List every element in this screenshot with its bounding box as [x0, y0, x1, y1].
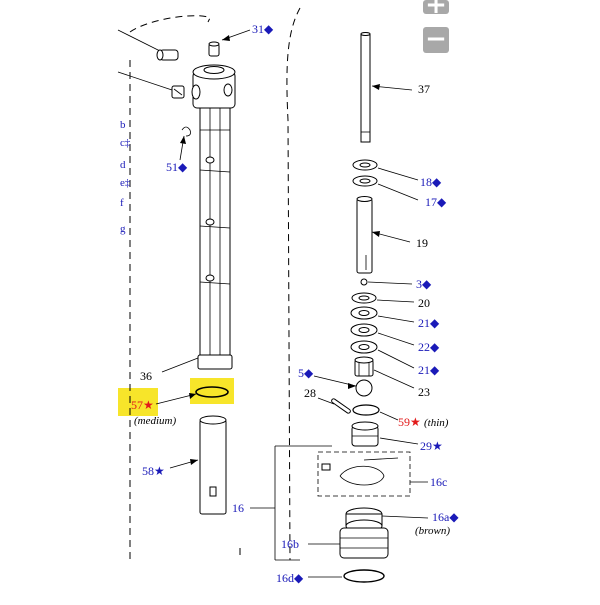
- zoom-out-button[interactable]: −: [423, 26, 449, 53]
- leader-57: [155, 393, 197, 405]
- part-fitting-upper-left: [156, 49, 179, 61]
- part-16c-clip: [321, 457, 399, 486]
- callout-28: 28: [304, 386, 316, 400]
- part-21-packing-upper: [350, 306, 378, 320]
- part-31-fitting: [208, 41, 220, 57]
- margin-text-c: c‡: [120, 137, 131, 149]
- callout-37: 37: [418, 82, 430, 96]
- part-58-sleeve: [199, 415, 227, 515]
- leader-36: [161, 357, 199, 373]
- part-manifold-head: [191, 64, 236, 109]
- part-59-oring: [352, 404, 380, 416]
- part-37-rod: [360, 32, 371, 143]
- leader-18: [377, 167, 419, 181]
- callout-29: 29★: [420, 439, 443, 453]
- callout-57-note: (medium): [134, 415, 176, 427]
- callout-17: 17◆: [425, 195, 447, 209]
- leader-21b: [377, 349, 415, 369]
- leader-22: [377, 332, 415, 346]
- callout-59: 59★: [398, 415, 421, 429]
- leader-28: [317, 397, 335, 405]
- part-19-piston-rod: [356, 196, 373, 274]
- leader-21a: [377, 315, 415, 323]
- part-22-packing: [350, 323, 378, 337]
- callout-18: 18◆: [420, 175, 442, 189]
- leader-29: [379, 437, 419, 445]
- callout-31: 31◆: [252, 22, 274, 36]
- callout-36: 36: [140, 369, 152, 383]
- margin-text-f: f: [120, 197, 124, 209]
- margin-text-d: d: [120, 159, 126, 171]
- part-18-washer: [352, 159, 378, 171]
- leader-20: [376, 299, 415, 303]
- callout-5: 5◆: [298, 366, 314, 380]
- callout-58: 58★: [142, 464, 165, 478]
- callout-16: 16: [232, 501, 244, 515]
- part-16b-body: [339, 527, 389, 559]
- callout-22: 22◆: [418, 340, 440, 354]
- callout-19: 19: [416, 236, 428, 250]
- part-36-cylinder: [197, 107, 233, 370]
- part-5-ball: [355, 379, 373, 397]
- leader-margin-upper: [117, 29, 163, 53]
- callout-16b: 16b: [281, 537, 299, 551]
- group-16c-box: [317, 451, 411, 497]
- part-57-oring: [195, 386, 229, 398]
- callout-57: 57★: [131, 398, 154, 412]
- leader-16a: [381, 515, 429, 519]
- left-margin-labels: b c‡ d e‡ f g: [120, 119, 131, 235]
- leader-23: [373, 369, 415, 389]
- leader-3: [367, 281, 413, 285]
- callout-16c: 16c: [430, 475, 447, 489]
- margin-text-g: g: [120, 223, 126, 235]
- part-16d-oring: [343, 569, 385, 583]
- callout-3: 3◆: [416, 277, 432, 291]
- callout-51: 51◆: [166, 160, 188, 174]
- leader-17: [377, 183, 419, 201]
- highlight-57-label: [118, 388, 158, 416]
- callout-20: 20: [418, 296, 430, 310]
- part-21-packing-lower: [350, 340, 378, 354]
- dashed-boundary-middle: [286, 7, 301, 561]
- leader-59: [379, 411, 399, 421]
- part-17-washer: [352, 175, 378, 187]
- callout-16a: 16a◆: [432, 510, 459, 524]
- part-29-housing: [351, 421, 379, 447]
- part-screw-left: [171, 85, 185, 99]
- margin-text-b: b: [120, 119, 126, 131]
- callout-21b: 21◆: [418, 363, 440, 377]
- part-28-pin: [331, 398, 351, 414]
- leader-margin-lower: [117, 71, 173, 91]
- callout-59-note: (thin): [424, 417, 449, 429]
- part-51-clip: [181, 126, 191, 137]
- callout-21a: 21◆: [418, 316, 440, 330]
- highlight-57-oring: [190, 378, 234, 404]
- part-20-seal: [351, 292, 377, 304]
- callout-16d: 16d◆: [276, 571, 304, 585]
- part-23-nut: [354, 356, 374, 377]
- part-3-ball: [360, 278, 368, 286]
- callout-16a-note: (brown): [415, 525, 450, 537]
- callout-23: 23: [418, 385, 430, 399]
- zoom-in-button[interactable]: +: [423, 0, 449, 14]
- margin-text-e: e‡: [120, 177, 131, 189]
- dashed-boundary-top-left: [129, 15, 211, 33]
